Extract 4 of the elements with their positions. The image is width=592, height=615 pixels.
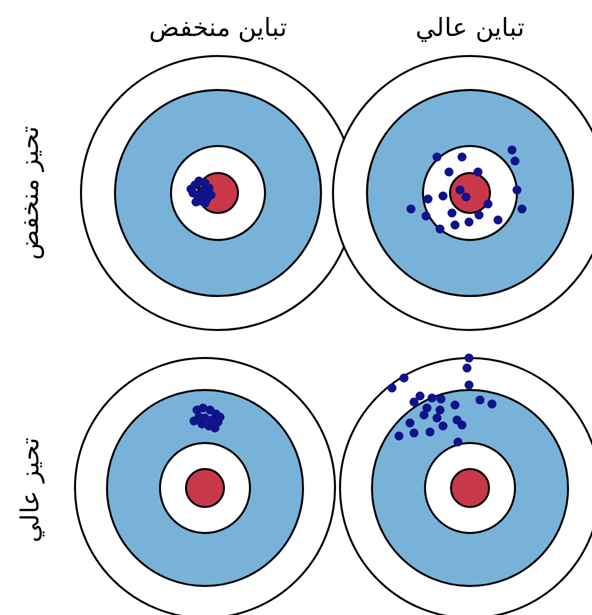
row-heading: تحيز عالي — [14, 438, 45, 542]
column-heading: تباين منخفض — [149, 13, 287, 43]
column-heading: تباين عالي — [416, 13, 524, 43]
row-heading: تحيز منخفض — [14, 126, 45, 260]
